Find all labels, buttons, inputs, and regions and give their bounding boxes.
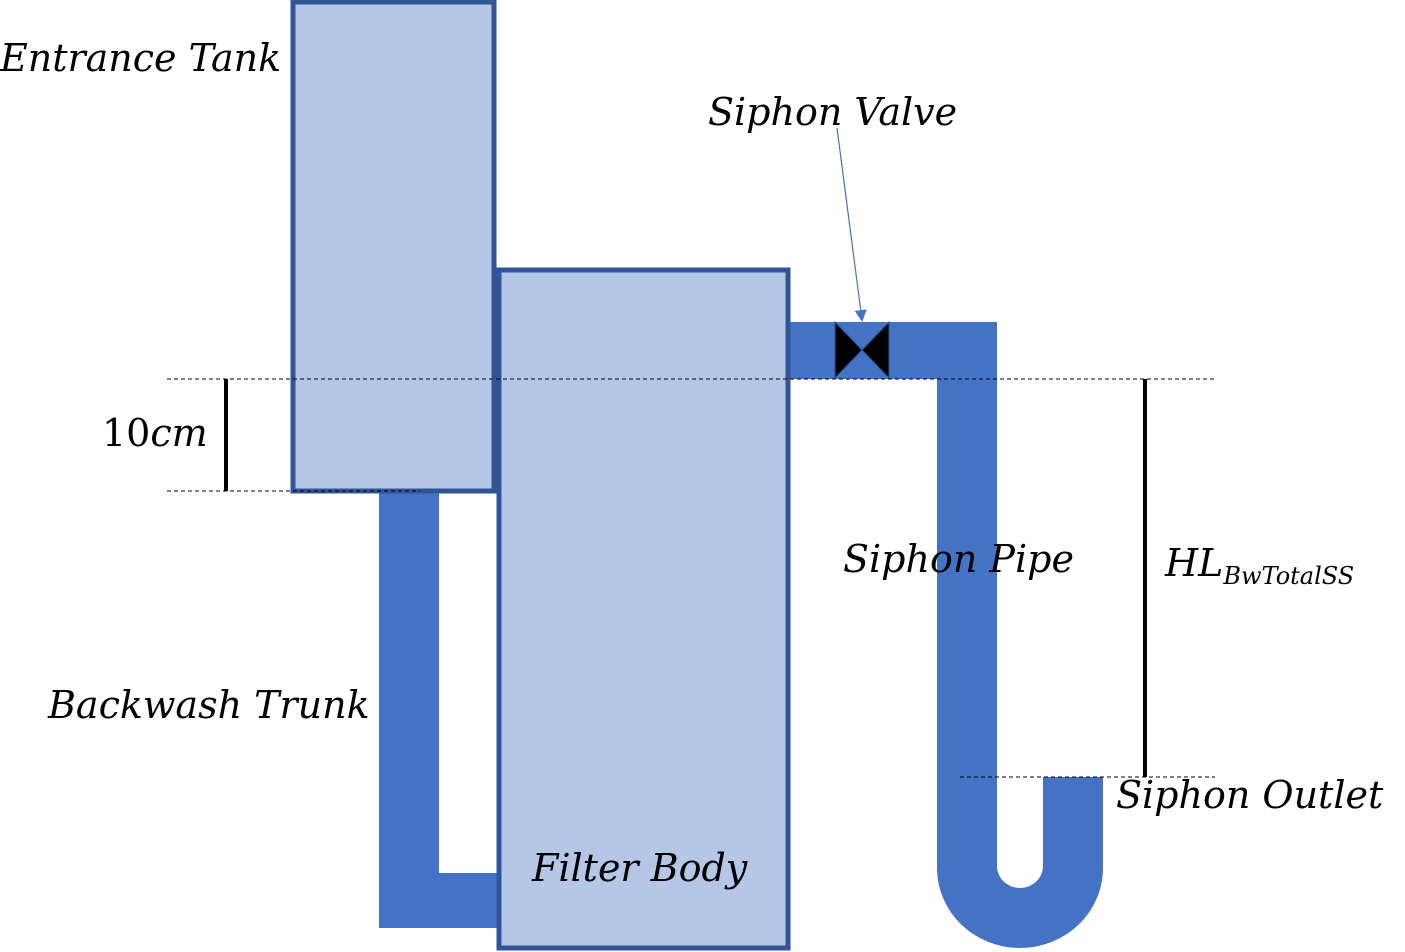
filter-body-label: Filter Body (531, 846, 748, 890)
filter-body (496, 267, 791, 951)
head-loss-subscript: BwTotalSS (1222, 562, 1354, 590)
dimension-10cm-label: 10cm (102, 411, 208, 455)
siphon-valve-label: Siphon Valve (708, 90, 957, 134)
siphon-vertical-pipe (937, 322, 997, 870)
entrance-tank-label: Entrance Tank (0, 36, 281, 80)
pointer-arrow-icon (836, 127, 867, 322)
siphon-pipe-label: Siphon Pipe (843, 537, 1074, 581)
head-loss-label: HLBwTotalSS (1164, 541, 1354, 590)
siphon-u-bend (937, 777, 1103, 948)
dimension-10cm-value: 10 (102, 411, 150, 455)
siphon-outlet-label: Siphon Outlet (1116, 773, 1384, 817)
backwash-trunk-pipe (379, 490, 500, 928)
entrance-tank (290, 0, 497, 494)
head-loss-main: HL (1164, 541, 1223, 585)
dimension-10cm-unit: cm (150, 411, 207, 455)
backwash-trunk-label: Backwash Trunk (47, 683, 370, 727)
bowtie-valve-icon (834, 320, 890, 380)
